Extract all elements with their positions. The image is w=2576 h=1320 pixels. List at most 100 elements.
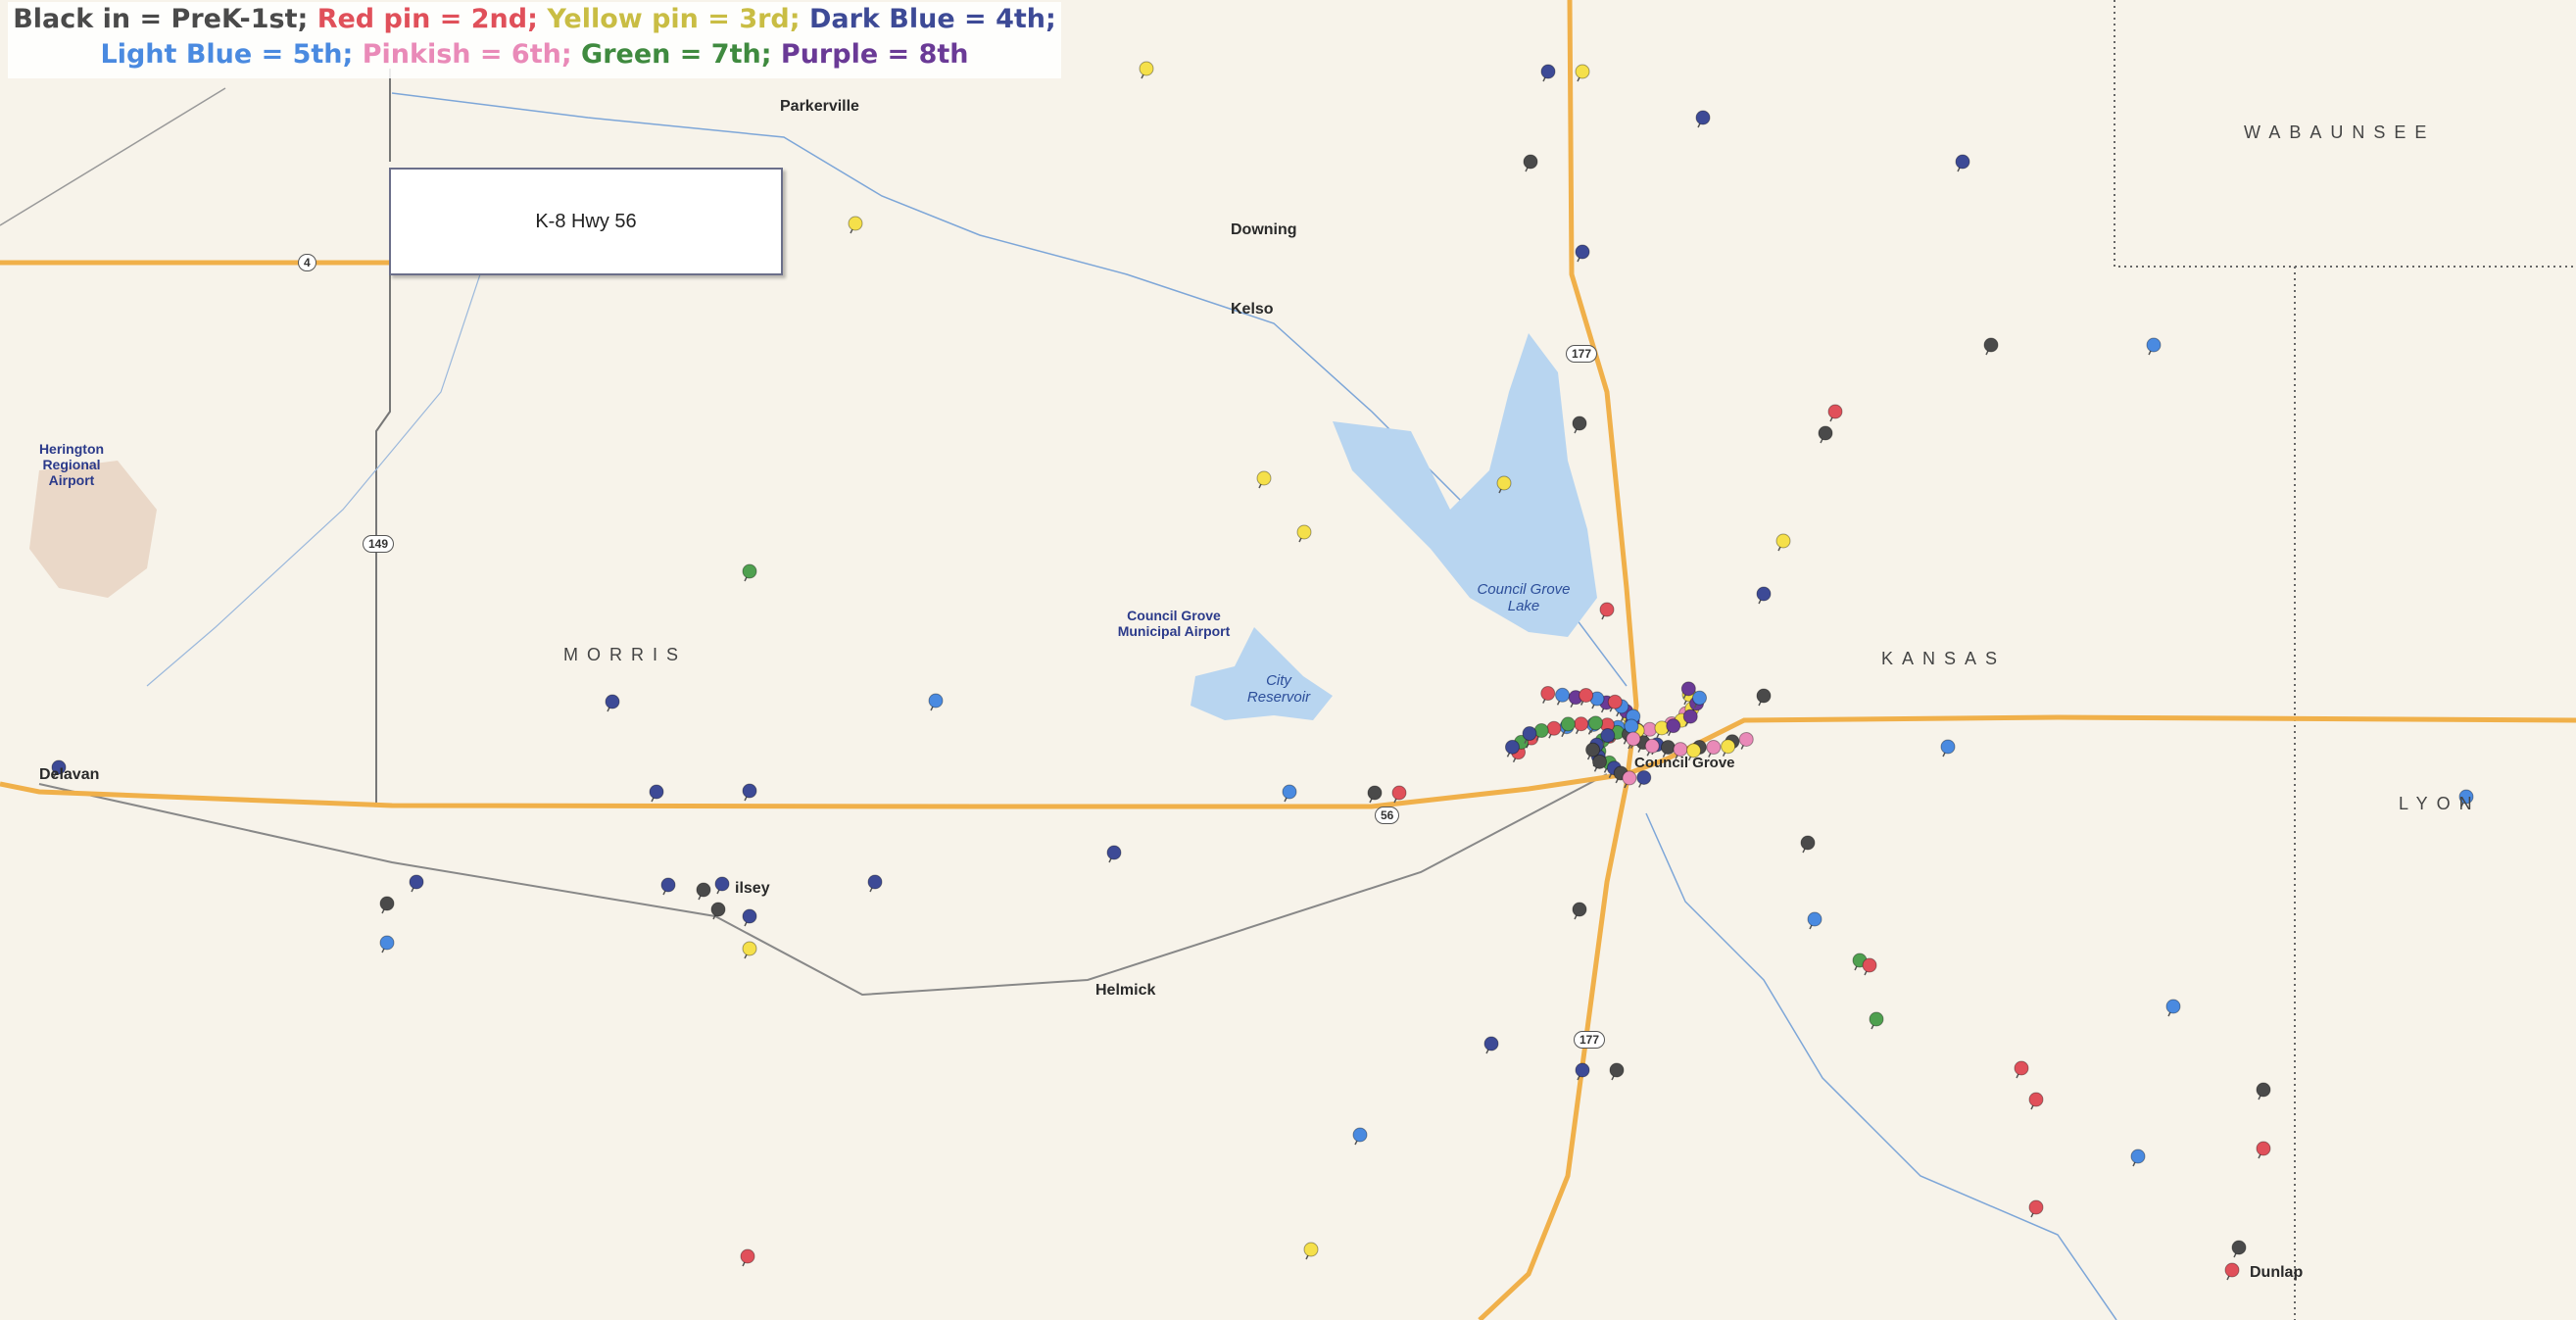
- pin-black: [1800, 835, 1816, 851]
- pin-black: [1572, 902, 1587, 917]
- stream: [146, 244, 491, 687]
- pin-black: [2231, 1240, 2247, 1255]
- pin-black: [1756, 688, 1772, 704]
- pin-dark-blue: [1636, 769, 1652, 785]
- pin-pink: [1626, 731, 1641, 747]
- local-road: [0, 87, 226, 226]
- pin-yellow: [1775, 533, 1791, 549]
- pin-light-blue: [1624, 718, 1639, 734]
- pin-black: [1609, 1062, 1625, 1078]
- town-council-grove: Council Grove: [1634, 755, 1735, 771]
- pin-dark-blue: [1106, 845, 1122, 860]
- pin-light-blue: [379, 935, 395, 951]
- pin-dark-blue: [1504, 739, 1520, 755]
- pin-light-blue: [1940, 739, 1956, 755]
- pin-light-blue: [1555, 687, 1571, 703]
- pin-light-blue: [1352, 1127, 1368, 1143]
- pin-red: [2256, 1141, 2271, 1156]
- pin-black: [710, 902, 726, 917]
- pin-dark-blue: [1483, 1036, 1499, 1051]
- town-downing: Downing: [1231, 221, 1297, 238]
- pin-black: [1592, 754, 1608, 769]
- railroad: [38, 773, 1608, 997]
- pin-dark-blue: [1695, 110, 1711, 125]
- pin-yellow: [1575, 64, 1590, 79]
- legend-row-1: Black in = PreK-1st; Red pin = 2nd; Yell…: [8, 2, 1061, 37]
- legend-item-2nd: Red pin = 2nd;: [316, 4, 538, 34]
- pin-dark-blue: [1522, 726, 1537, 742]
- pin-purple: [1666, 718, 1681, 734]
- pin-light-blue: [2146, 337, 2162, 353]
- highway-shield-177-south: 177: [1574, 1031, 1606, 1049]
- pin-dark-blue: [51, 759, 67, 775]
- pin-black: [1983, 337, 1999, 353]
- stream: [1645, 812, 2117, 1320]
- pin-purple: [1680, 681, 1696, 697]
- legend-item-5th: Light Blue = 5th;: [100, 39, 354, 70]
- highway-shield-149: 149: [363, 535, 395, 553]
- pin-red: [1607, 694, 1623, 709]
- pin-pink: [1622, 770, 1637, 786]
- route-label-box: K-8 Hwy 56: [389, 168, 783, 275]
- pin-light-blue: [2165, 999, 2181, 1014]
- legend-item-6th: Pinkish = 6th;: [362, 39, 572, 70]
- town-parkerville: Parkerville: [780, 98, 859, 115]
- pin-dark-blue: [605, 694, 620, 709]
- legend-item-7th: Green = 7th;: [581, 39, 772, 70]
- pin-purple: [1682, 709, 1698, 724]
- town-delavan: Delavan: [39, 766, 100, 783]
- airport-label-herington: Herington Regional Airport: [38, 441, 105, 488]
- highway-shield-177-north: 177: [1566, 345, 1598, 363]
- pin-light-blue: [2458, 789, 2474, 805]
- pin-red: [1862, 957, 1877, 973]
- pin-light-blue: [1807, 911, 1823, 927]
- pin-yellow: [742, 941, 757, 956]
- pin-black: [1367, 785, 1383, 801]
- pin-red: [1391, 785, 1407, 801]
- pin-black: [696, 882, 711, 898]
- legend-item-prek-1st: Black in = PreK-1st;: [13, 4, 309, 34]
- county-lyon: LYON: [2399, 794, 2481, 813]
- pin-black: [1572, 416, 1587, 431]
- pin-green: [742, 563, 757, 579]
- legend-item-4th: Dark Blue = 4th;: [808, 4, 1056, 34]
- highway-177: [1478, 0, 1639, 1320]
- pin-pink: [1706, 740, 1722, 756]
- pin-pink: [1738, 731, 1754, 747]
- pin-red: [1599, 602, 1615, 617]
- pin-light-blue: [1282, 784, 1297, 800]
- pin-yellow: [1686, 743, 1702, 758]
- county-boundary: [2114, 0, 2576, 268]
- local-road: [375, 272, 391, 804]
- airport-label-council-grove: Council Grove Municipal Airport: [1117, 608, 1231, 639]
- highway-shield-56: 56: [1375, 807, 1400, 824]
- pin-dark-blue: [867, 874, 883, 890]
- pin-yellow: [1721, 739, 1736, 755]
- lake-label-city-reservoir: City Reservoir: [1246, 672, 1311, 706]
- pin-yellow: [1303, 1242, 1319, 1257]
- pin-green: [1588, 715, 1604, 731]
- county-morris: MORRIS: [563, 645, 687, 664]
- pin-dark-blue: [649, 784, 664, 800]
- airport-grounds: [29, 461, 157, 598]
- pin-yellow: [1296, 524, 1312, 540]
- pin-dark-blue: [660, 877, 676, 893]
- pin-dark-blue: [742, 908, 757, 924]
- county-wabaunsee: WABAUNSEE: [2244, 122, 2436, 142]
- pin-red: [2224, 1262, 2240, 1278]
- pin-red: [2028, 1092, 2044, 1107]
- pin-pink: [1644, 738, 1660, 754]
- lake-label-council-grove: Council Grove Lake: [1477, 581, 1571, 614]
- legend-row-2: Light Blue = 5th; Pinkish = 6th; Green =…: [8, 37, 1061, 73]
- pin-light-blue: [2130, 1149, 2146, 1164]
- pin-dark-blue: [742, 783, 757, 799]
- county-kansas: KANSAS: [1881, 649, 2007, 668]
- pin-yellow: [848, 216, 863, 231]
- pin-red: [1546, 720, 1562, 736]
- pin-green: [1533, 723, 1549, 739]
- pin-dark-blue: [1955, 154, 1970, 170]
- town-helmick: Helmick: [1095, 982, 1156, 999]
- pin-dark-blue: [714, 876, 730, 892]
- highway-shield-4: 4: [298, 254, 316, 271]
